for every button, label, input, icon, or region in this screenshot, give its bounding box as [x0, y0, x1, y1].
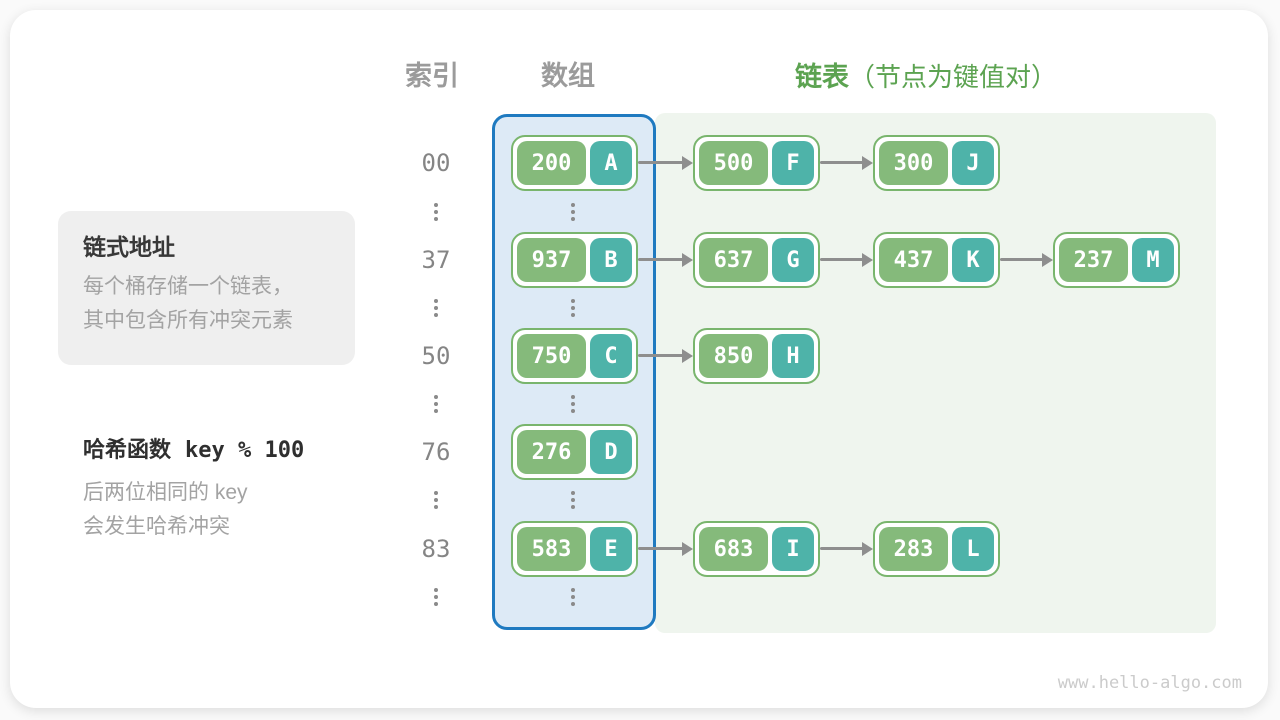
- ellipsis-dots: [571, 203, 575, 221]
- arrow-icon: [638, 156, 693, 170]
- list-header-note: （节点为键值对）: [849, 62, 1058, 92]
- ellipsis-dots: [434, 203, 438, 221]
- watermark: www.hello-algo.com: [1057, 673, 1242, 693]
- hash-note-line: 会发生哈希冲突: [83, 515, 230, 538]
- value-cell: L: [952, 527, 994, 571]
- ellipsis-dots: [571, 588, 575, 606]
- index-label: 50: [421, 342, 451, 370]
- ellipsis-dots: [434, 299, 438, 317]
- index-label: 37: [421, 246, 451, 274]
- list-header-label: 链表: [795, 62, 849, 92]
- key-cell: 437: [879, 238, 948, 282]
- hash-function-note: 哈希函数 key % 100: [83, 432, 304, 464]
- ellipsis-dots: [571, 395, 575, 413]
- hash-note-line: 后两位相同的 key: [83, 481, 248, 504]
- hash-note-title: 哈希函数: [83, 437, 172, 462]
- key-cell: 300: [879, 141, 948, 185]
- info-box-line: 每个桶存储一个链表，: [83, 275, 293, 298]
- key-cell: 750: [517, 334, 586, 378]
- arrow-icon: [638, 253, 693, 267]
- value-cell: H: [772, 334, 814, 378]
- value-cell: C: [590, 334, 632, 378]
- key-cell: 850: [699, 334, 768, 378]
- info-box-title: 链式地址: [83, 234, 175, 260]
- index-label: 83: [421, 535, 451, 563]
- key-cell: 200: [517, 141, 586, 185]
- key-cell: 237: [1059, 238, 1128, 282]
- arrow-icon: [638, 349, 693, 363]
- value-cell: K: [952, 238, 994, 282]
- array-column-header: 数组: [541, 61, 595, 91]
- ellipsis-dots: [571, 299, 575, 317]
- value-cell: E: [590, 527, 632, 571]
- ellipsis-dots: [434, 395, 438, 413]
- key-cell: 683: [699, 527, 768, 571]
- index-label: 00: [421, 149, 451, 177]
- value-cell: M: [1132, 238, 1174, 282]
- key-cell: 500: [699, 141, 768, 185]
- value-cell: F: [772, 141, 814, 185]
- ellipsis-dots: [571, 491, 575, 509]
- ellipsis-dots: [434, 588, 438, 606]
- list-column-header: 链表（节点为键值对）: [795, 55, 1057, 94]
- hash-formula: key % 100: [185, 438, 305, 463]
- key-cell: 583: [517, 527, 586, 571]
- value-cell: A: [590, 141, 632, 185]
- ellipsis-dots: [434, 491, 438, 509]
- key-cell: 937: [517, 238, 586, 282]
- arrow-icon: [820, 542, 873, 556]
- key-cell: 276: [517, 430, 586, 474]
- value-cell: J: [952, 141, 994, 185]
- value-cell: B: [590, 238, 632, 282]
- arrow-icon: [820, 156, 873, 170]
- value-cell: G: [772, 238, 814, 282]
- arrow-icon: [1000, 253, 1053, 267]
- info-box-line: 其中包含所有冲突元素: [83, 309, 293, 332]
- index-label: 76: [421, 438, 451, 466]
- arrow-icon: [638, 542, 693, 556]
- value-cell: D: [590, 430, 632, 474]
- key-cell: 637: [699, 238, 768, 282]
- arrow-icon: [820, 253, 873, 267]
- value-cell: I: [772, 527, 814, 571]
- chaining-info-box: 链式地址 每个桶存储一个链表， 其中包含所有冲突元素: [58, 211, 355, 365]
- key-cell: 283: [879, 527, 948, 571]
- index-column-header: 索引: [405, 61, 459, 91]
